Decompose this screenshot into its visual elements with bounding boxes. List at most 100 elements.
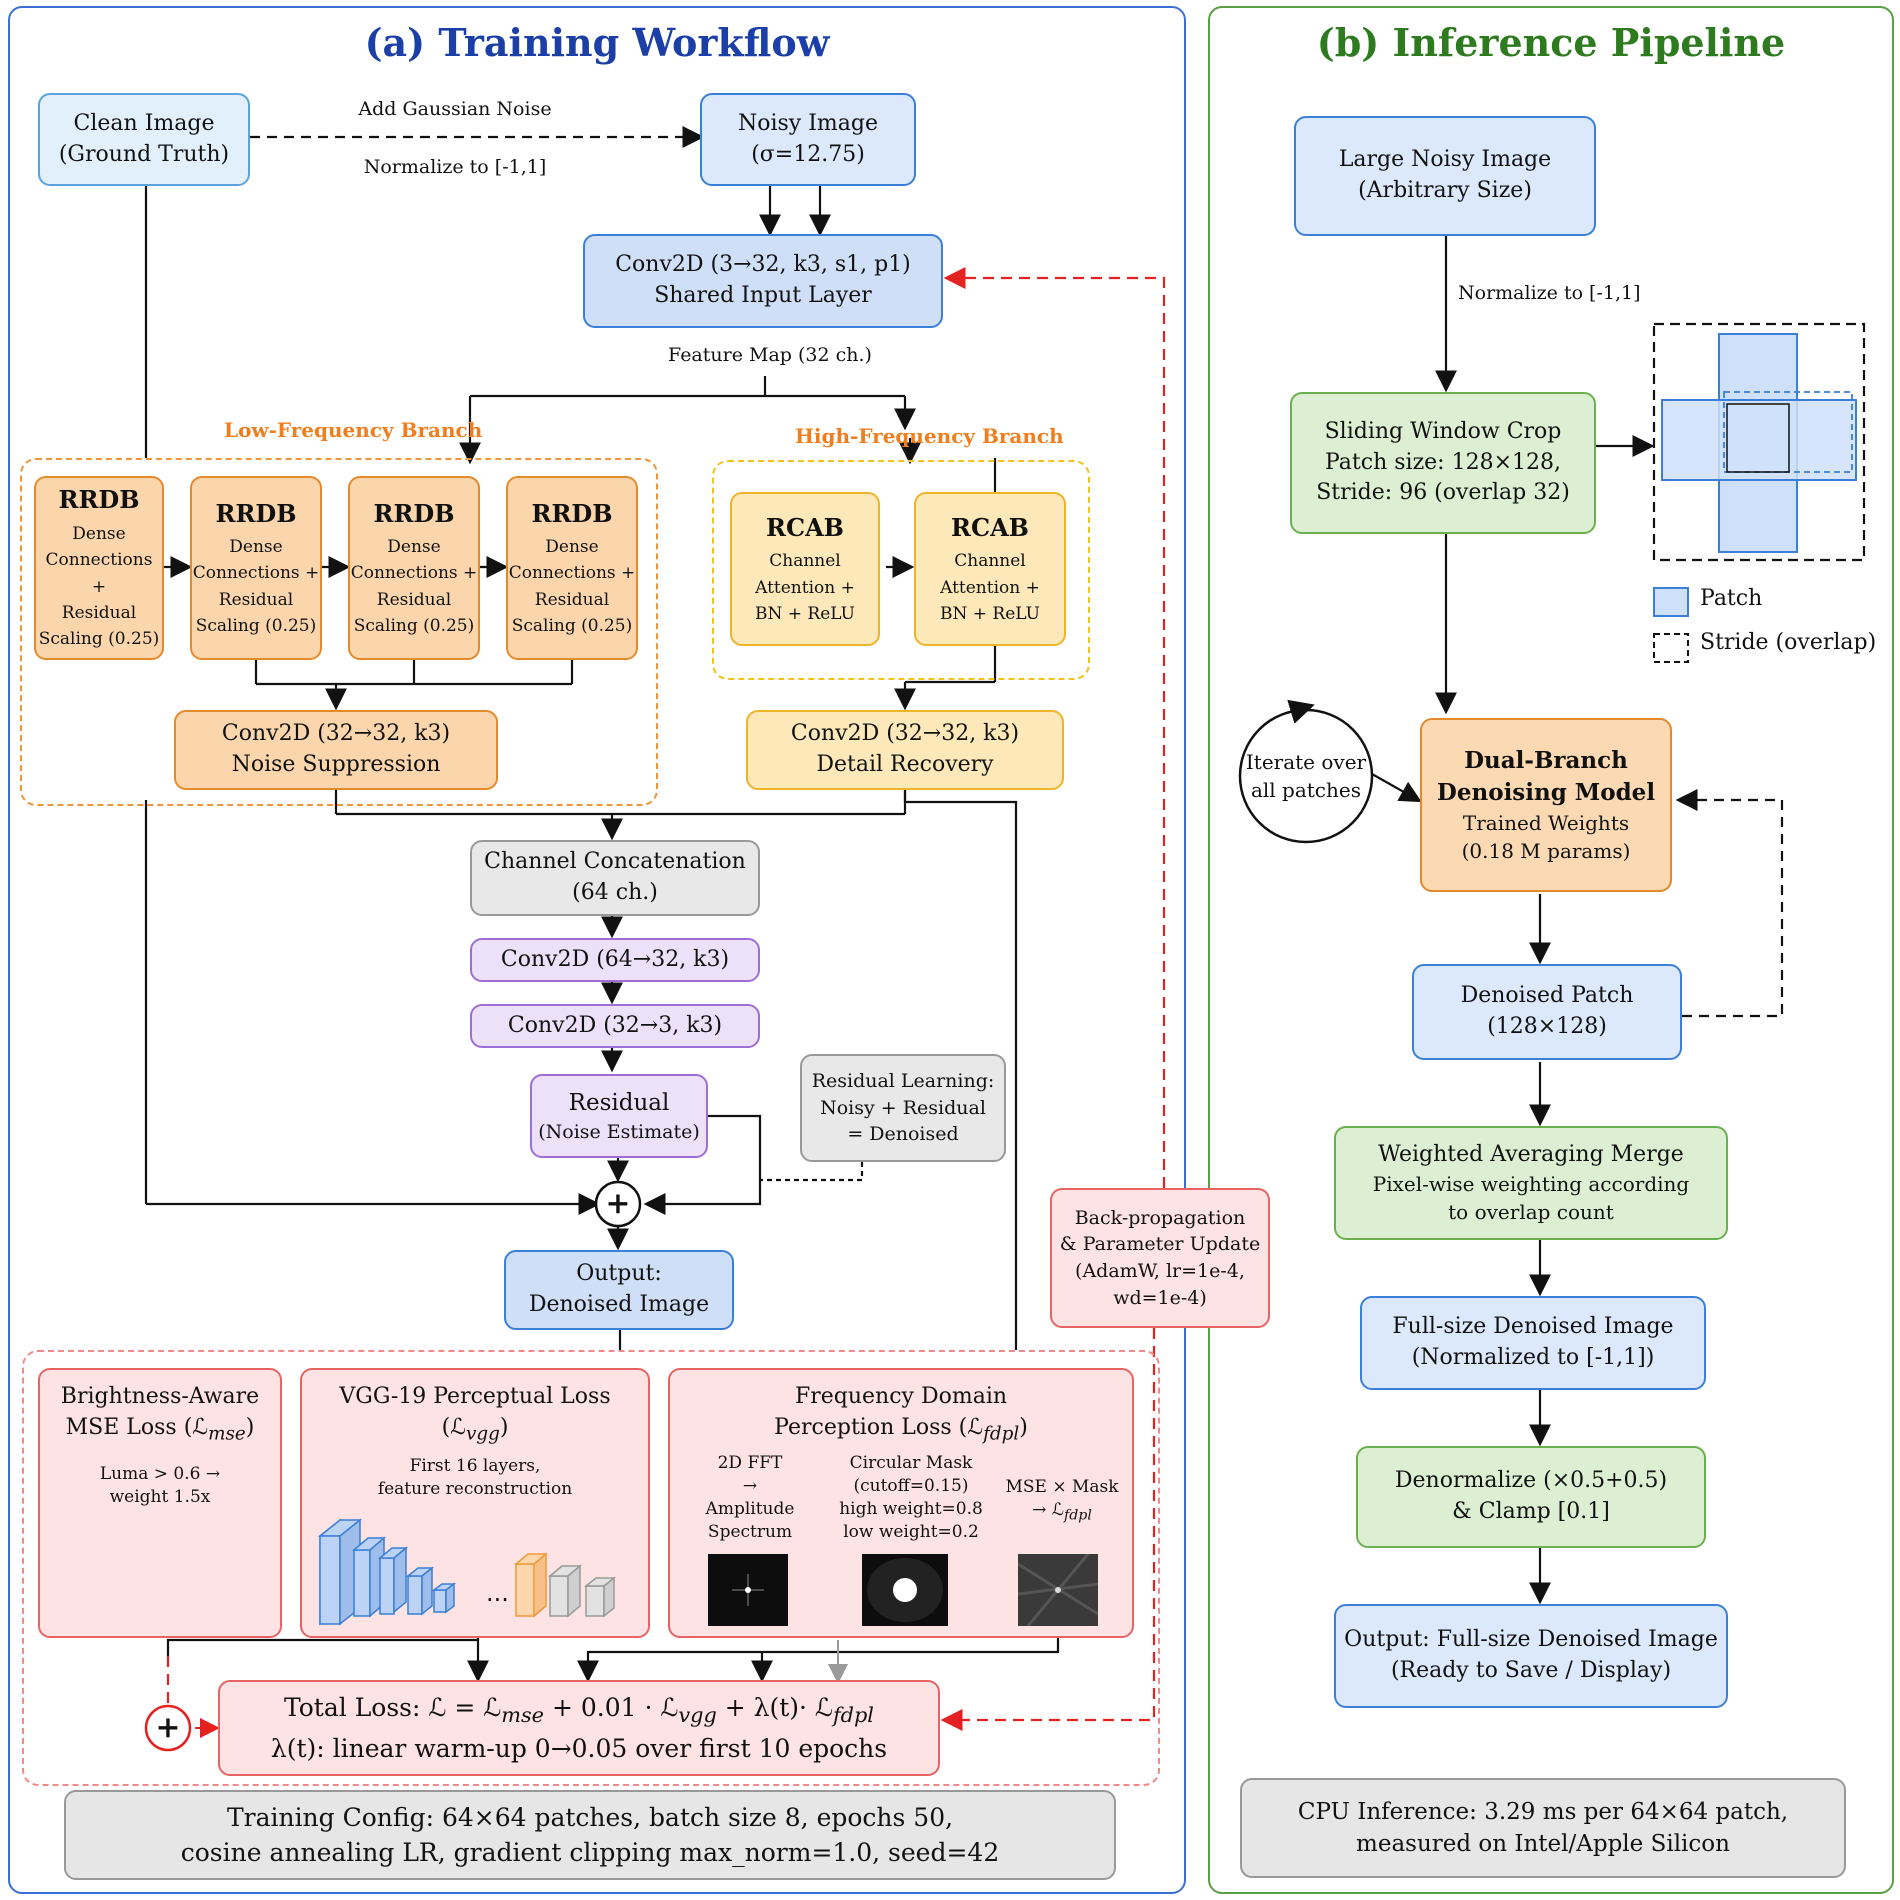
rrdb-line: Dense bbox=[229, 537, 283, 558]
backprop-line: & Parameter Update bbox=[1059, 1233, 1261, 1256]
inference-normalize-label: Normalize to [-1,1] bbox=[1458, 282, 1641, 304]
cpu-line: CPU Inference: 3.29 ms per 64×64 patch, bbox=[1297, 1798, 1789, 1825]
cpu-inference-note: CPU Inference: 3.29 ms per 64×64 patch, … bbox=[1240, 1778, 1846, 1878]
rrdb-title: RRDB bbox=[58, 485, 140, 515]
sliding-patch: Patch size: 128×128, bbox=[1324, 449, 1561, 475]
rrdb-block-1: RRDB Dense Connections + Residual Scalin… bbox=[34, 476, 164, 660]
weighted-merge-node: Weighted Averaging Merge Pixel-wise weig… bbox=[1334, 1126, 1728, 1240]
residual-note-line: Noisy + Residual bbox=[820, 1096, 986, 1119]
sum-node bbox=[594, 1180, 642, 1228]
mse-loss-box: Brightness-Aware MSE Loss (ℒmse) Luma > … bbox=[38, 1368, 282, 1638]
rrdb-line: Connections + bbox=[508, 563, 636, 584]
training-output-node: Output: Denoised Image bbox=[504, 1250, 734, 1330]
loss-plus-icon: + bbox=[155, 1710, 181, 1745]
rrdb-line: Residual bbox=[218, 589, 294, 610]
denorm-sub: & Clamp [0.1] bbox=[1452, 1499, 1610, 1524]
training-config: Training Config: 64×64 patches, batch si… bbox=[64, 1790, 1116, 1880]
rrdb-line: Scaling (0.25) bbox=[195, 616, 317, 637]
training-workflow-panel bbox=[8, 6, 1186, 1894]
shared-input-conv-label: Shared Input Layer bbox=[654, 283, 872, 308]
total-loss-schedule: λ(t): linear warm-up 0→0.05 over first 1… bbox=[270, 1733, 888, 1763]
rrdb-line: Residual bbox=[376, 589, 452, 610]
mask-line: Circular Mask bbox=[849, 1453, 973, 1473]
mse-body: Luma > 0.6 → bbox=[99, 1463, 221, 1484]
low-frequency-branch-region bbox=[20, 458, 658, 806]
mask-text: Circular Mask (cutoff=0.15) high weight=… bbox=[836, 1452, 986, 1544]
fft-line: Amplitude bbox=[705, 1498, 795, 1519]
final-output-label: Output: Full-size Denoised Image bbox=[1344, 1627, 1718, 1653]
output-label: Output: bbox=[576, 1261, 662, 1287]
rcab-block-1: RCAB Channel Attention + BN + ReLU bbox=[730, 492, 880, 646]
model-weights: Trained Weights bbox=[1462, 811, 1630, 836]
output-sub: Denoised Image bbox=[528, 1292, 710, 1317]
concat-label: Channel Concatenation bbox=[484, 849, 746, 875]
high-frequency-branch-region bbox=[712, 460, 1090, 680]
rrdb-title: RRDB bbox=[373, 498, 455, 528]
rrdb-line: Scaling (0.25) bbox=[511, 616, 633, 637]
large-noisy-sub: (Arbitrary Size) bbox=[1358, 178, 1532, 203]
rcab-line: Attention + bbox=[755, 577, 855, 598]
clean-image-sub: (Ground Truth) bbox=[58, 141, 230, 167]
noise-suppression-spec: Conv2D (32→32, k3) bbox=[221, 721, 451, 747]
sliding-stride: Stride: 96 (overlap 32) bbox=[1316, 480, 1570, 506]
residual-note-line: Residual Learning: bbox=[811, 1070, 995, 1093]
noisy-image-node: Noisy Image (σ=12.75) bbox=[700, 93, 916, 186]
residual-node: Residual (Noise Estimate) bbox=[530, 1074, 708, 1158]
cpu-line: measured on Intel/Apple Silicon bbox=[1356, 1831, 1730, 1857]
fft-line: 2D FFT bbox=[717, 1453, 783, 1473]
backprop-line: (AdamW, lr=1e-4, bbox=[1075, 1260, 1245, 1282]
fft-text: 2D FFT → Amplitude Spectrum bbox=[690, 1452, 810, 1544]
rcab-line: Attention + bbox=[940, 577, 1040, 598]
rcab-line: Channel bbox=[954, 551, 1026, 572]
sliding-title: Sliding Window Crop bbox=[1324, 418, 1562, 444]
final-output-sub: (Ready to Save / Display) bbox=[1390, 1658, 1672, 1683]
iterate-line: Iterate over bbox=[1245, 750, 1367, 774]
total-loss-formula: Total Loss: ℒ = ℒmse + 0.01 · ℒvgg + λ(t… bbox=[284, 1693, 874, 1728]
high-frequency-branch-label: High-Frequency Branch bbox=[795, 424, 1064, 448]
iterate-patches-label: Iterate over all patches bbox=[1242, 720, 1370, 832]
rrdb-line: Connections + bbox=[192, 563, 320, 584]
model-params: (0.18 M params) bbox=[1461, 839, 1631, 864]
channel-concatenation: Channel Concatenation (64 ch.) bbox=[470, 840, 760, 916]
vgg-body: feature reconstruction bbox=[377, 1478, 573, 1499]
concat-channels: (64 ch.) bbox=[572, 880, 658, 905]
patch-label: Denoised Patch bbox=[1460, 983, 1634, 1009]
backprop-line: wd=1e-4) bbox=[1113, 1286, 1207, 1309]
merge-desc: Pixel-wise weighting according bbox=[1372, 1172, 1690, 1197]
patch-size: (128×128) bbox=[1487, 1014, 1607, 1039]
masked-spectrum-image bbox=[1018, 1554, 1098, 1626]
mse-title: Brightness-Aware bbox=[60, 1384, 260, 1409]
large-noisy-image-node: Large Noisy Image (Arbitrary Size) bbox=[1294, 116, 1596, 236]
clean-image-node: Clean Image (Ground Truth) bbox=[38, 93, 250, 186]
rcab-line: BN + ReLU bbox=[755, 603, 855, 624]
fft-line: Spectrum bbox=[707, 1521, 793, 1542]
rrdb-line: Scaling (0.25) bbox=[353, 616, 475, 637]
inference-title: (b) Inference Pipeline bbox=[1316, 20, 1786, 65]
circular-mask-image bbox=[862, 1554, 948, 1626]
noise-suppression-label: Noise Suppression bbox=[231, 752, 441, 777]
backprop-line: Back-propagation bbox=[1074, 1206, 1246, 1229]
rrdb-line: Dense bbox=[387, 537, 441, 558]
legend-patch: Patch bbox=[1700, 586, 1763, 611]
residual-learning-note: Residual Learning: Noisy + Residual = De… bbox=[800, 1054, 1006, 1162]
rrdb-line: Connections + bbox=[350, 563, 478, 584]
rrdb-block-3: RRDB Dense Connections + Residual Scalin… bbox=[348, 476, 480, 660]
rrdb-line: Residual bbox=[61, 602, 137, 623]
rrdb-line: Dense bbox=[545, 537, 599, 558]
plus-icon: + bbox=[605, 1186, 631, 1221]
detail-recovery-label: Detail Recovery bbox=[816, 752, 994, 777]
shared-input-conv: Conv2D (3→32, k3, s1, p1) Shared Input L… bbox=[583, 234, 943, 328]
detail-recovery-conv: Conv2D (32→32, k3) Detail Recovery bbox=[746, 710, 1064, 790]
rrdb-block-2: RRDB Dense Connections + Residual Scalin… bbox=[190, 476, 322, 660]
noisy-image-sub: (σ=12.75) bbox=[751, 141, 865, 167]
conv-64-to-32: Conv2D (64→32, k3) bbox=[470, 938, 760, 982]
fullsize-denoised-node: Full-size Denoised Image (Normalized to … bbox=[1360, 1296, 1706, 1390]
training-title: (a) Training Workflow bbox=[364, 20, 830, 65]
vgg-title: VGG-19 Perceptual Loss bbox=[339, 1384, 611, 1409]
noise-suppression-conv: Conv2D (32→32, k3) Noise Suppression bbox=[174, 710, 498, 790]
mask-line: (cutoff=0.15) bbox=[853, 1475, 969, 1496]
vgg-ellipsis: ··· bbox=[486, 1586, 509, 1614]
rcab-line: Channel bbox=[769, 551, 841, 572]
sliding-window-node: Sliding Window Crop Patch size: 128×128,… bbox=[1290, 392, 1596, 534]
